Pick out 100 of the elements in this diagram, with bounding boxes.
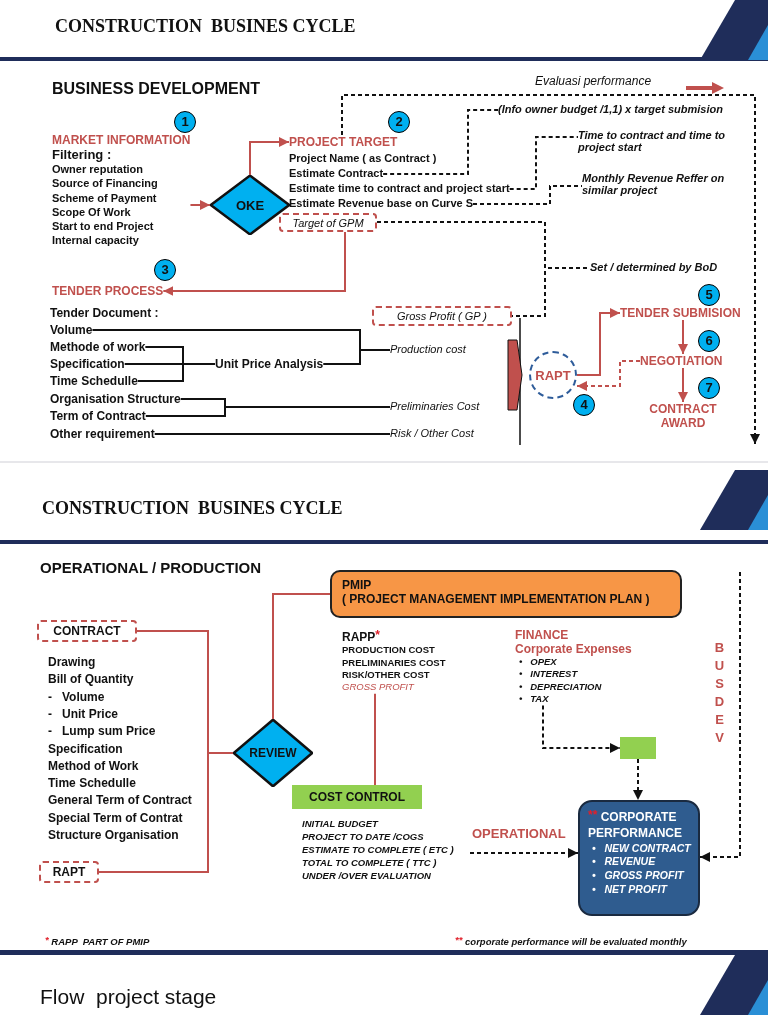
callout-number: 1 bbox=[174, 111, 196, 133]
connector-line bbox=[272, 593, 331, 720]
annotation-text: (Info owner budget /1,1) x target submision bbox=[498, 103, 723, 115]
list-item: Bill of Quantity bbox=[48, 672, 134, 687]
connector-line bbox=[382, 109, 499, 175]
arrow bbox=[162, 231, 346, 296]
list-item: Corporate Expenses bbox=[515, 642, 632, 656]
list-item: • OPEX bbox=[519, 656, 558, 669]
stage-label: NEGOTIATION bbox=[640, 354, 723, 368]
dashed-box: RAPT bbox=[39, 861, 99, 883]
list-item: • GROSS PROFIT bbox=[592, 868, 686, 883]
decision-diamond: REVIEW bbox=[233, 719, 313, 787]
list-item: ESTIMATE TO COMPLETE ( ETC ) bbox=[302, 844, 454, 855]
list-item: • INTEREST bbox=[519, 668, 579, 681]
arrow bbox=[469, 848, 579, 858]
process-box bbox=[620, 737, 656, 759]
plan-box bbox=[330, 570, 682, 618]
list-item: Project Name ( as Contract ) bbox=[289, 152, 437, 164]
text-label: Organisation Structure bbox=[50, 392, 181, 406]
list-item: • NEW CONTRACT bbox=[592, 841, 690, 856]
list-item: Method of Work bbox=[48, 758, 139, 773]
text-label: Estimate Contract bbox=[289, 167, 384, 179]
callout-number: 7 bbox=[698, 377, 720, 399]
annotation-text: Preliminaries Cost bbox=[390, 400, 480, 412]
arrow bbox=[633, 758, 643, 801]
heading-text: MARKET INFORMATION bbox=[52, 133, 191, 147]
callout-number: 2 bbox=[388, 111, 410, 133]
list-item: INITIAL BUDGET bbox=[302, 818, 378, 829]
stage-label: CONTRACT AWARD bbox=[643, 402, 723, 430]
connector-line bbox=[472, 185, 583, 205]
text-label: Time Schedulle bbox=[50, 374, 138, 388]
text-label: Estimate Revenue base on Curve S bbox=[289, 197, 473, 209]
connector-line bbox=[136, 363, 216, 382]
section-heading: OPERATIONAL / PRODUCTION bbox=[40, 559, 262, 576]
arrow bbox=[341, 94, 760, 445]
dashed-box: Gross Profit ( GP ) bbox=[372, 306, 512, 326]
list-item: Start to end Project bbox=[52, 219, 155, 234]
arrow bbox=[249, 137, 290, 176]
callout-number: 6 bbox=[698, 330, 720, 352]
list-item: Time Schedulle bbox=[48, 776, 136, 791]
text-label: Methode of work bbox=[50, 340, 146, 354]
text-label: Other requirement bbox=[50, 427, 155, 441]
arrow bbox=[678, 367, 688, 403]
list-item: Drawing bbox=[48, 655, 96, 669]
text-label: Term of Contract bbox=[50, 409, 146, 423]
list-item: - Lump sum Price bbox=[48, 724, 156, 739]
arrow bbox=[542, 704, 621, 753]
text-label: PROJECT TARGET bbox=[289, 135, 398, 149]
callout-number: 3 bbox=[154, 259, 176, 281]
connector-line bbox=[322, 349, 391, 365]
decision-diamond: OKE bbox=[210, 175, 290, 235]
callout-number: 4 bbox=[573, 394, 595, 416]
annotation-text: Production cost bbox=[390, 343, 466, 355]
list-item: TOTAL TO COMPLETE ( TTC ) bbox=[302, 857, 437, 868]
section-heading: BUSINESS DEVELOPMENT bbox=[52, 80, 261, 98]
list-item: PROJECT TO DATE /COGS bbox=[302, 831, 424, 842]
list-item: Owner reputation bbox=[52, 162, 145, 177]
list-item: - Volume bbox=[48, 689, 105, 704]
stage-label: TENDER SUBMISION bbox=[620, 306, 741, 320]
connector-line bbox=[508, 136, 579, 190]
heading-text: FINANCE bbox=[515, 628, 570, 642]
slide-title: CONSTRUCTION BUSINES CYCLE bbox=[55, 16, 356, 37]
list-item: GROSS PROFIT bbox=[342, 681, 416, 694]
slide-title: CONSTRUCTION BUSINES CYCLE bbox=[42, 498, 343, 519]
list-item: Scheme of Payment bbox=[52, 190, 158, 205]
list-item: • NET PROFIT bbox=[592, 882, 669, 897]
list-item: • DEPRECIATION bbox=[519, 680, 603, 694]
list-item: ( PROJECT MANAGEMENT IMPLEMENTATION PLAN ) bbox=[342, 592, 651, 606]
heading-text: PMIP bbox=[342, 578, 373, 592]
list-item: Internal capacity bbox=[52, 233, 140, 248]
list-item: Scope Of Work bbox=[52, 204, 132, 220]
edge-label: BUSDEV bbox=[712, 640, 727, 748]
performance-box bbox=[578, 800, 700, 916]
arrow bbox=[576, 308, 621, 376]
list-item: Special Term of Contrat bbox=[48, 810, 183, 825]
list-item: • REVENUE bbox=[592, 855, 657, 869]
annotation-text: Time to contract and time to project start bbox=[578, 129, 750, 153]
edge-label: OPERATIONAL bbox=[472, 826, 566, 841]
connector-line bbox=[98, 752, 234, 873]
callout-number: 5 bbox=[698, 284, 720, 306]
list-item: • TAX bbox=[519, 693, 550, 706]
text-label: Specification bbox=[50, 357, 125, 371]
list-item: PRODUCTION COST bbox=[342, 644, 436, 657]
text-label: Estimate time to contract and project start bbox=[289, 182, 510, 194]
list-item: RISK/OTHER COST bbox=[342, 669, 431, 682]
annotation-text: Evaluasi performance bbox=[535, 74, 652, 88]
list-item: Source of Financing bbox=[52, 176, 159, 191]
list-item: Structure Organisation bbox=[48, 828, 179, 842]
list-item: UNDER /OVER EVALUATION bbox=[302, 870, 431, 881]
connector-line bbox=[144, 406, 391, 417]
text-label: Volume bbox=[50, 323, 93, 337]
dashed-box: Target of GPM bbox=[279, 213, 377, 232]
dashed-box: CONTRACT bbox=[37, 620, 137, 642]
annotation-text: Monthly Revenue Reffer on similar project bbox=[582, 172, 732, 196]
list-heading: Tender Document : bbox=[50, 306, 159, 320]
text-label: Unit Price Analysis bbox=[215, 357, 324, 371]
arrow bbox=[678, 319, 688, 355]
connector-line bbox=[153, 433, 391, 435]
list-item: PRELIMINARIES COST bbox=[342, 656, 446, 670]
process-box: COST CONTROL bbox=[292, 785, 422, 809]
